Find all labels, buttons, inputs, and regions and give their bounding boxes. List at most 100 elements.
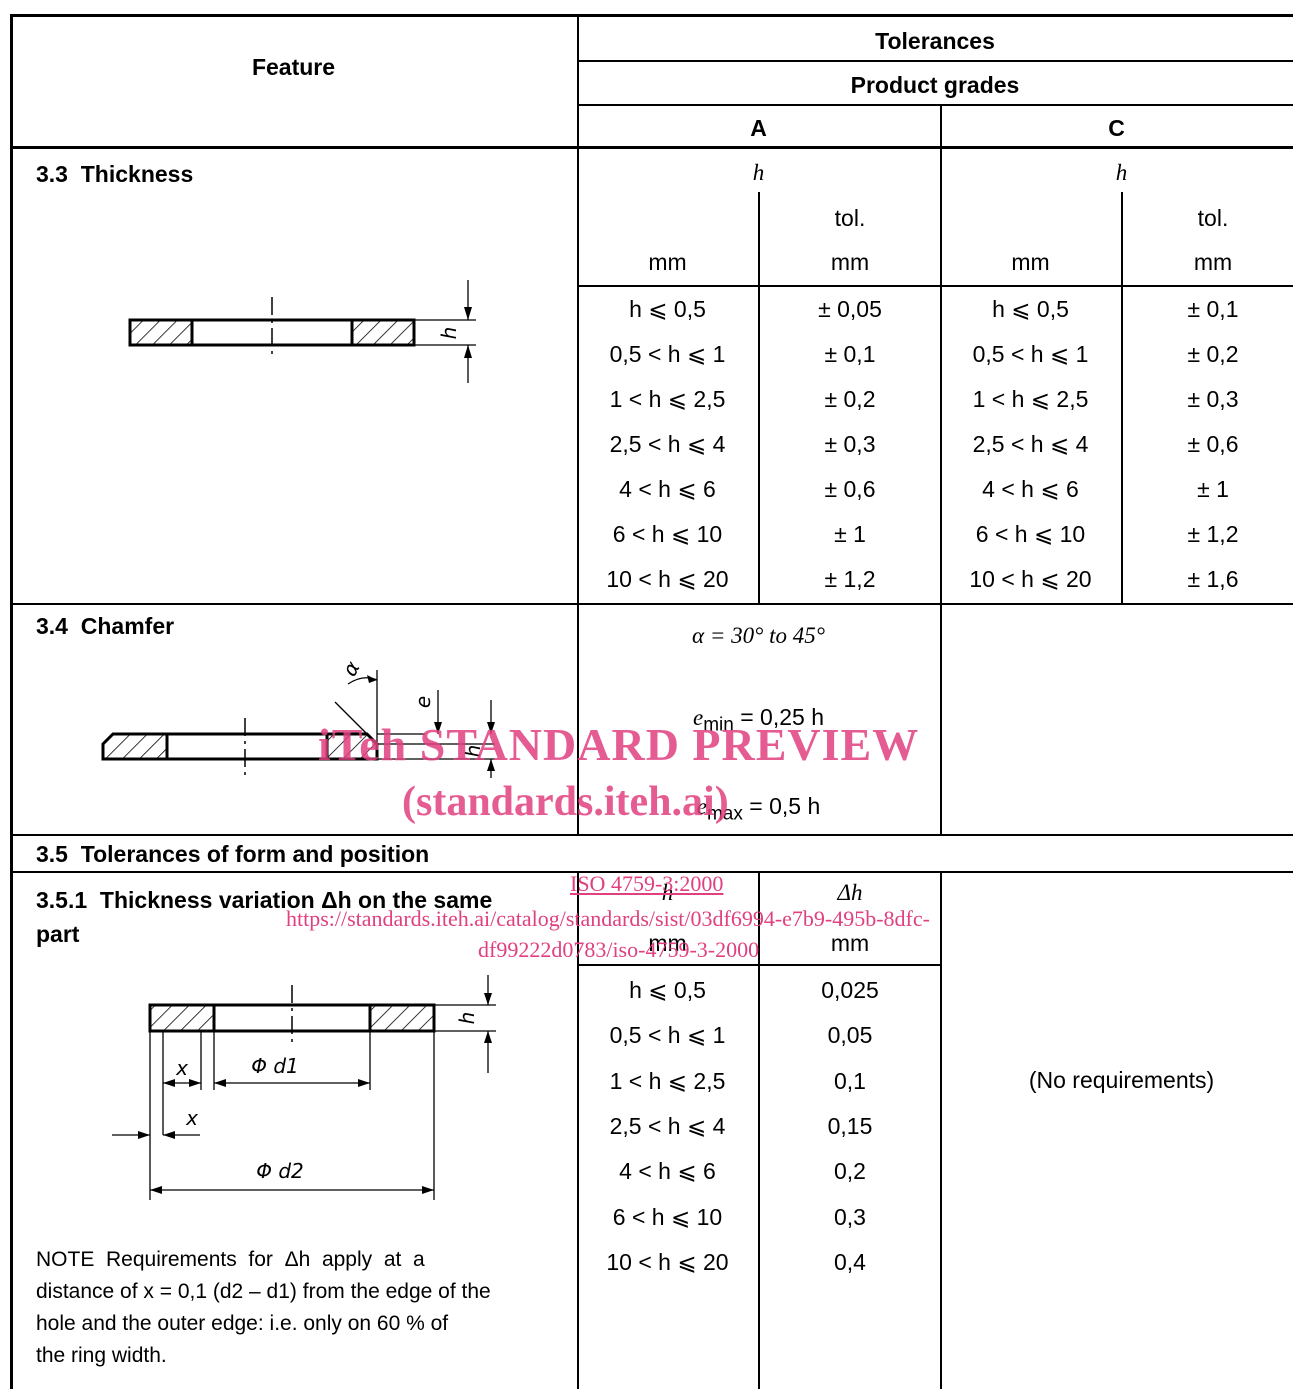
thickness-c-range: 0,5 < h ⩽ 1	[972, 341, 1089, 367]
svg-text:e: e	[411, 696, 435, 708]
variation-range: 6 < h ⩽ 10	[612, 1204, 723, 1230]
thickness-a-tol: ± 1	[834, 521, 866, 547]
note-line-2: distance of x = 0,1 (d2 – d1) from the e…	[36, 1280, 491, 1303]
thickness-unit-underline	[577, 285, 1293, 287]
variation-value: 0,05	[827, 1022, 873, 1048]
header-bottom-border	[10, 146, 1293, 149]
thickness-c-h-label: h	[1115, 160, 1128, 185]
form-position-bottom-border	[10, 871, 1293, 873]
svg-text:h: h	[461, 745, 485, 758]
thickness-a-range: 10 < h ⩽ 20	[606, 566, 729, 592]
watermark-url-line2[interactable]: df99222d0783/iso-4759-3-2000	[478, 937, 760, 962]
thickness-a-tol: ± 0,2	[824, 386, 876, 412]
svg-text:h: h	[455, 1012, 479, 1025]
chamfer-alpha-range: α = 30° to 45°	[692, 623, 825, 648]
thickness-c-tol-label: tol.	[1197, 205, 1229, 231]
thickness-title: 3.3 Thickness	[36, 161, 194, 187]
feature-header: Feature	[251, 54, 336, 80]
variation-dh-col-label: Δh	[837, 880, 863, 905]
chamfer-bottom-border	[10, 834, 1293, 836]
note-line-4: the ring width.	[36, 1344, 167, 1367]
variation-value: 0,15	[827, 1113, 873, 1139]
thickness-variation-title-line1: 3.5.1 Thickness variation Δh on the same	[36, 887, 493, 913]
thickness-a-tol: ± 0,6	[824, 476, 876, 502]
note-line-3: hole and the outer edge: i.e. only on 60…	[36, 1312, 449, 1335]
thickness-c-h-unit: mm	[1011, 249, 1050, 275]
svg-text:Φ d1: Φ d1	[251, 1054, 299, 1078]
variation-range: 10 < h ⩽ 20	[606, 1249, 729, 1275]
thickness-a-range: 1 < h ⩽ 2,5	[609, 386, 726, 412]
chamfer-e-min: emin = 0,25 h	[692, 704, 824, 736]
variation-range: 2,5 < h ⩽ 4	[609, 1113, 726, 1139]
grade-c-header: C	[1108, 115, 1125, 141]
grades-underline	[577, 104, 1293, 106]
table-left-border	[10, 14, 13, 1389]
thickness-c-tol-unit: mm	[1193, 249, 1233, 275]
thickness-c-tol: ± 0,6	[1187, 431, 1239, 457]
variation-unit-underline	[577, 964, 940, 966]
thickness-a-range: h ⩽ 0,5	[629, 296, 706, 322]
thickness-a-tol: ± 1,2	[824, 566, 876, 592]
thickness-c-tol: ± 1,6	[1187, 566, 1239, 592]
variation-range: 4 < h ⩽ 6	[619, 1158, 716, 1184]
thickness-c-range: 6 < h ⩽ 10	[975, 521, 1086, 547]
watermark-url-line1[interactable]: https://standards.iteh.ai/catalog/standa…	[286, 906, 930, 931]
grade-divider	[577, 16, 579, 836]
thickness-bottom-border	[10, 603, 1293, 605]
grade-a-header: A	[750, 115, 767, 141]
thickness-c-tol: ± 0,3	[1187, 386, 1239, 412]
svg-text:x: x	[175, 1056, 188, 1080]
variation-dh-unit: mm	[830, 930, 870, 956]
c-tol-divider	[1121, 192, 1123, 603]
chamfer-e-max: emax = 0,5 h	[696, 793, 821, 825]
a-tol-divider	[758, 192, 760, 603]
thickness-variation-drawing: h x Φ d1 x Φ d2	[112, 975, 496, 1200]
thickness-a-h-label: h	[752, 160, 765, 185]
thickness-a-range: 4 < h ⩽ 6	[619, 476, 716, 502]
ac-divider-chamfer	[940, 605, 942, 836]
variation-value: 0,025	[821, 977, 879, 1003]
chamfer-title: 3.4 Chamfer	[36, 613, 175, 639]
note-line-1: NOTE Requirements for Δh apply at a	[36, 1248, 425, 1271]
form-position-title: 3.5 Tolerances of form and position	[36, 841, 430, 867]
thickness-a-range: 6 < h ⩽ 10	[612, 521, 723, 547]
variation-value: 0,3	[834, 1204, 866, 1230]
thickness-variation-title-line2: part	[36, 921, 80, 947]
watermark-iso-link[interactable]: ISO 4759-3:2000	[570, 871, 724, 896]
variation-h-unit: mm	[648, 930, 687, 956]
thickness-c-tol: ± 1,2	[1187, 521, 1239, 547]
thickness-c-range: 1 < h ⩽ 2,5	[972, 386, 1089, 412]
variation-range: h ⩽ 0,5	[629, 977, 706, 1003]
thickness-c-range: 2,5 < h ⩽ 4	[972, 431, 1089, 457]
watermark-title: iTeh STANDARD PREVIEW	[318, 719, 920, 770]
thickness-a-h-unit: mm	[648, 249, 687, 275]
thickness-a-tol: ± 0,1	[824, 341, 876, 367]
thickness-a-range: 0,5 < h ⩽ 1	[609, 341, 726, 367]
no-requirements-text: (No requirements)	[1028, 1067, 1215, 1093]
ac-divider-header	[940, 104, 942, 148]
chamfer-washer-drawing: α e h	[101, 657, 495, 778]
variation-range: 1 < h ⩽ 2,5	[609, 1068, 726, 1094]
svg-text:Φ d2: Φ d2	[256, 1159, 304, 1183]
thickness-c-range: h ⩽ 0,5	[992, 296, 1069, 322]
thickness-a-tol: ± 0,3	[824, 431, 876, 457]
thickness-variation-note: NOTE Requirements for Δh apply at a dist…	[36, 1244, 541, 1372]
variation-range: 0,5 < h ⩽ 1	[609, 1022, 726, 1048]
thickness-a-tol-label: tol.	[834, 205, 866, 231]
grade-divider-lower	[577, 872, 579, 1389]
variation-value: 0,1	[834, 1068, 866, 1094]
thickness-c-tol: ± 0,1	[1187, 296, 1239, 322]
ac-divider-thickness	[940, 148, 942, 603]
tolerances-underline	[577, 60, 1293, 62]
thickness-c-tol: ± 0,2	[1187, 341, 1239, 367]
variation-value: 0,2	[834, 1158, 866, 1184]
thickness-a-range: 2,5 < h ⩽ 4	[609, 431, 726, 457]
ac-divider-variation	[940, 873, 942, 1389]
thickness-drawing-h: h	[437, 327, 461, 340]
svg-text:α: α	[337, 657, 364, 680]
variation-value: 0,4	[834, 1249, 866, 1275]
thickness-c-tol: ± 1	[1197, 476, 1229, 502]
watermark-subtitle: (standards.iteh.ai)	[402, 779, 729, 825]
thickness-washer-drawing: h	[128, 280, 476, 383]
h-dh-divider	[758, 873, 760, 1389]
